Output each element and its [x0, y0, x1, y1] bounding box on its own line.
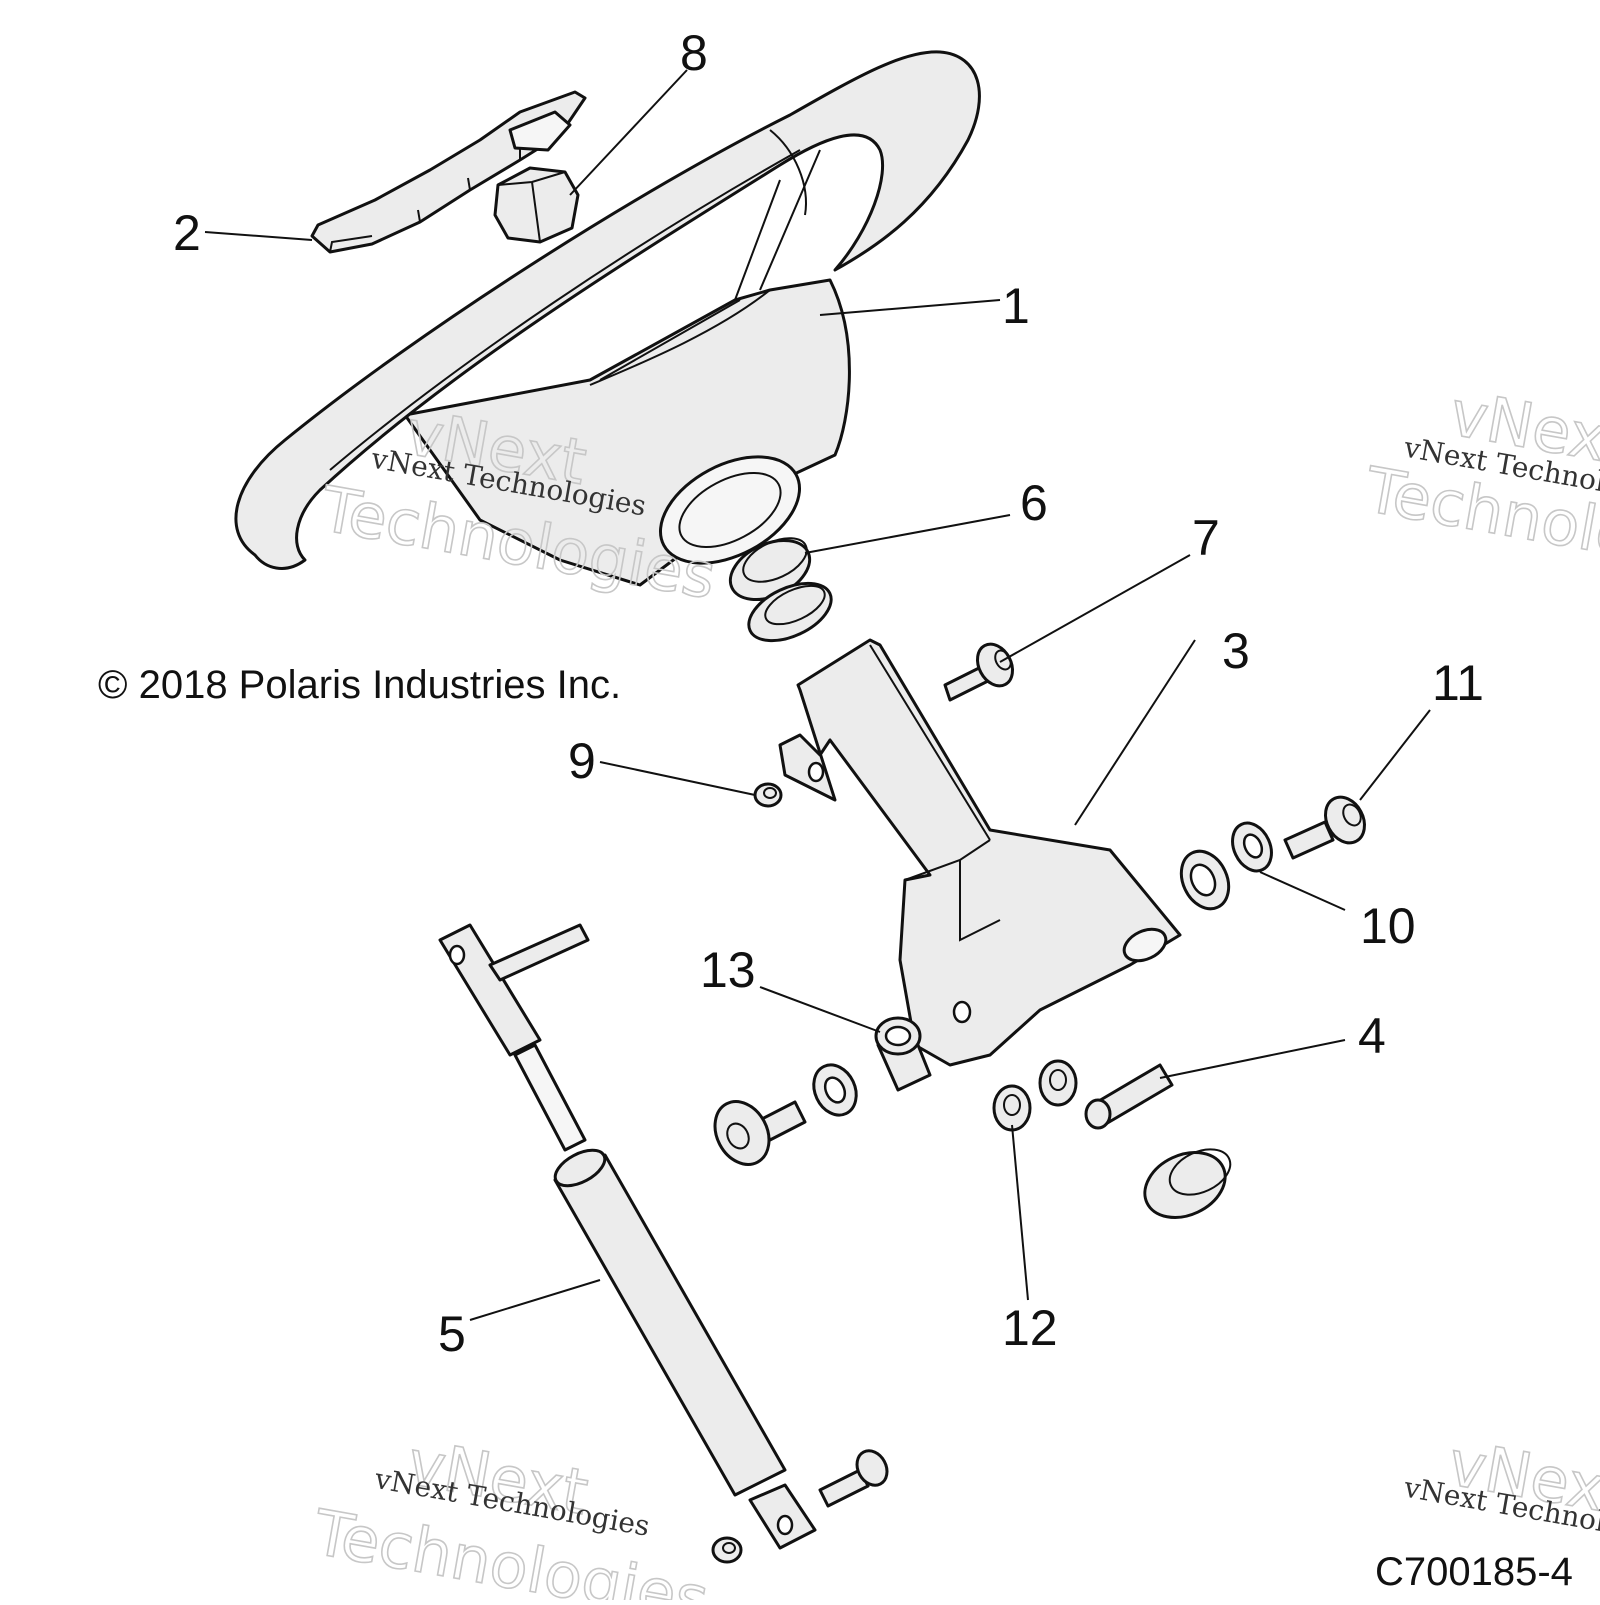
steering-cover — [310, 90, 587, 254]
callout-2: 2 — [173, 205, 201, 261]
drawing-code: C700185-4 — [1375, 1550, 1573, 1594]
bearing-4 — [1084, 1063, 1174, 1130]
callout-1: 1 — [1002, 278, 1030, 334]
nut-12 — [992, 1059, 1078, 1132]
callout-11: 11 — [1432, 655, 1484, 711]
callout-4: 4 — [1358, 1008, 1386, 1064]
callout-3: 3 — [1222, 623, 1250, 679]
bolt-7 — [943, 642, 1015, 702]
watermark-top-right: vNext Technologies vNext Technologies — [1359, 376, 1600, 595]
callout-6: 6 — [1020, 475, 1048, 531]
callout-12: 12 — [1002, 1300, 1058, 1356]
callouts: 1 2 3 4 5 6 7 8 9 10 11 12 13 — [173, 25, 1484, 1362]
callout-9: 9 — [568, 733, 596, 789]
washer-10 — [1179, 821, 1273, 911]
bolt-11 — [1283, 795, 1366, 860]
callout-7: 7 — [1192, 510, 1220, 566]
gas-strut-5 — [438, 923, 817, 1550]
copyright-text: © 2018 Polaris Industries Inc. — [98, 663, 621, 707]
callout-5: 5 — [438, 1306, 466, 1362]
watermark-bottom-right: vNext vNext Technologies — [1401, 1426, 1600, 1552]
column-bracket-3 — [778, 638, 1182, 1067]
lower-washer — [812, 1063, 858, 1117]
callout-13: 13 — [700, 942, 756, 998]
callout-10: 10 — [1360, 898, 1416, 954]
strut-bolt — [818, 1449, 889, 1508]
lower-bolt — [713, 1100, 807, 1166]
lower-bushing — [1143, 1148, 1232, 1219]
leader-lines — [204, 69, 1431, 1321]
steering-wheel — [234, 50, 981, 587]
strut-nut — [711, 1536, 743, 1564]
nut-9 — [753, 782, 783, 808]
nut-8 — [493, 166, 580, 244]
bushing-6 — [728, 537, 833, 643]
callout-8: 8 — [680, 25, 708, 81]
watermark-bottom-left: vNext Technologies vNext Technologies — [307, 1425, 714, 1605]
bushing-13 — [874, 1016, 932, 1092]
